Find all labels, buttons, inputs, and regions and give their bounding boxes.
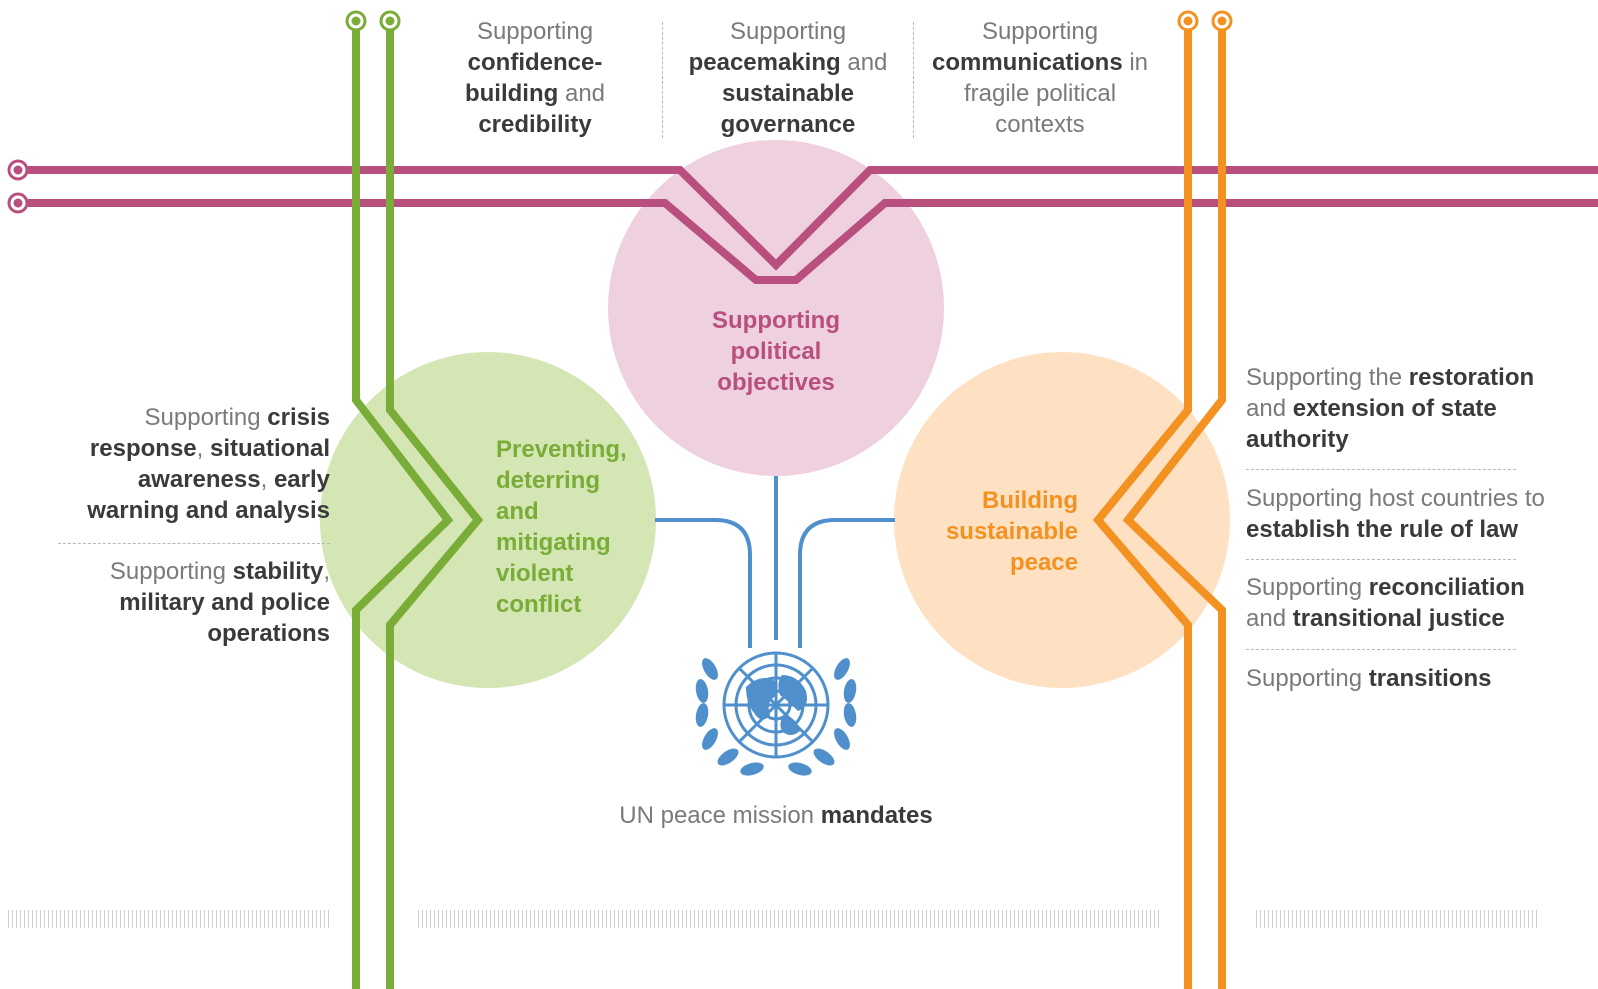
un-emblem-icon — [695, 651, 857, 776]
pink-line-endpoints — [7, 159, 29, 214]
center-caption-bold: mandates — [820, 802, 933, 829]
right-divider-3 — [1246, 649, 1516, 650]
top-divider-1 — [662, 22, 663, 138]
bottom-strip-right — [1256, 910, 1540, 928]
right-divider-1 — [1246, 469, 1516, 470]
pink-lines — [28, 166, 1598, 284]
orange-line-endpoints — [1177, 10, 1233, 32]
top-divider-2 — [913, 22, 914, 138]
top-item-2: Supporting peacemaking and sustainable g… — [688, 18, 888, 138]
top-item-3: Supporting communications in fragile pol… — [931, 18, 1149, 138]
top-item-1: Supporting confidence-building and credi… — [464, 18, 606, 138]
center-caption-prefix: UN peace mission — [619, 802, 815, 829]
bottom-strip-left — [8, 910, 332, 928]
blue-connectors — [655, 476, 895, 648]
hub-building-label: Building sustainable peace — [945, 487, 1078, 576]
bottom-strip-center — [418, 910, 1160, 928]
hub-political-label: Supporting political objectives — [712, 307, 840, 396]
hub-preventing-label: Preventing, deterring and mitigating vio… — [496, 436, 627, 618]
left-item-2: Supporting stability, military and polic… — [109, 558, 330, 647]
right-divider-2 — [1246, 559, 1516, 560]
right-item-1: Supporting the restoration and extension… — [1246, 364, 1535, 453]
center-caption: UN peace mission mandates — [580, 800, 972, 831]
left-item-1: Supporting crisis response, situational … — [87, 404, 330, 524]
left-divider-1 — [58, 543, 330, 544]
green-line-endpoints — [345, 10, 401, 32]
building-circle — [894, 352, 1230, 688]
right-item-2: Supporting host countries to establish t… — [1246, 485, 1545, 543]
green-lines — [352, 28, 484, 989]
orange-lines — [1092, 28, 1226, 989]
right-item-4: Supporting transitions — [1246, 665, 1492, 692]
right-item-3: Supporting reconciliation and transition… — [1246, 574, 1525, 632]
